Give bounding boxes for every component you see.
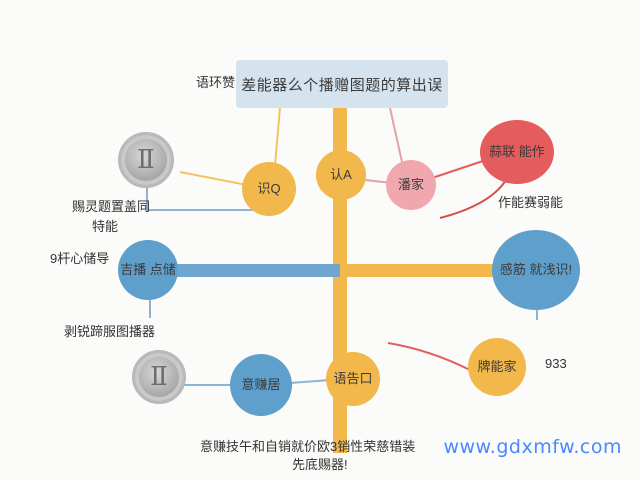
label-left-4: 剥锐蹄服图播器 bbox=[64, 324, 156, 339]
label-bottom-2: 先底赐器! bbox=[292, 457, 348, 472]
diagram-title-text: 差能器么个播赠图题的算出误 bbox=[241, 76, 443, 94]
node-orange-1: 识Q bbox=[242, 162, 296, 216]
orange-horizontal-bar-right bbox=[347, 264, 537, 277]
node-orange-2-label: 认A bbox=[330, 166, 352, 182]
node-blue-left-label: 吉播 点储 bbox=[120, 261, 176, 277]
node-pink: 潘家 bbox=[386, 160, 436, 210]
node-blue-right: 感筋 就浅识! bbox=[492, 230, 580, 310]
label-bottom-1: 意赚技午和自销就价欧3销性荣慈错装 bbox=[200, 439, 416, 454]
node-blue-right-label: 感筋 就浅识! bbox=[499, 261, 573, 277]
connector-title-pink bbox=[389, 107, 403, 163]
node-orange-bottom-label: 语告口 bbox=[333, 370, 373, 386]
label-mid-left-1: 赐灵题置盖同 bbox=[72, 199, 151, 214]
coin-icon-bottom-glyph: Ⅱ bbox=[150, 362, 168, 392]
connector-title-orange1 bbox=[274, 107, 281, 166]
connector-red-curve bbox=[439, 179, 507, 219]
coin-icon-top: Ⅱ bbox=[118, 132, 174, 188]
node-red-small: 牌能家 bbox=[468, 338, 526, 396]
connector-orange1-left bbox=[179, 171, 248, 186]
diagram-title: 差能器么个播赠图题的算出误 bbox=[236, 60, 448, 108]
node-orange-bottom: 语告口 bbox=[326, 352, 380, 406]
watermark-text: www.gdxmfw.com bbox=[443, 436, 622, 458]
connector-pink-red bbox=[431, 159, 487, 179]
label-top-left: 语环赞 bbox=[196, 75, 236, 90]
node-orange-2: 认A bbox=[316, 150, 366, 200]
node-pink-label: 潘家 bbox=[397, 176, 424, 192]
node-blue-bottom-label: 意赚居 bbox=[241, 376, 281, 392]
blue-horizontal-bar-left bbox=[150, 264, 340, 277]
label-mid-left-2: 特能 bbox=[92, 219, 119, 234]
coin-icon-top-glyph: Ⅱ bbox=[137, 145, 155, 175]
coin-icon-bottom: Ⅱ bbox=[132, 350, 186, 404]
label-right-number: 933 bbox=[545, 356, 567, 371]
node-red-label: 蒜联 能作 bbox=[489, 143, 545, 159]
connector-red-small bbox=[387, 342, 471, 371]
connector-blue-bottom-orange bbox=[289, 379, 331, 384]
node-orange-1-label: 识Q bbox=[257, 180, 281, 196]
node-red-small-label: 牌能家 bbox=[477, 358, 517, 374]
node-blue-left: 吉播 点储 bbox=[118, 240, 178, 300]
node-red: 蒜联 能作 bbox=[480, 120, 554, 184]
label-left-3: 9杆心储导 bbox=[50, 251, 110, 266]
node-blue-bottom: 意赚居 bbox=[230, 354, 292, 416]
label-red-caption: 作能赛弱能 bbox=[498, 195, 564, 210]
